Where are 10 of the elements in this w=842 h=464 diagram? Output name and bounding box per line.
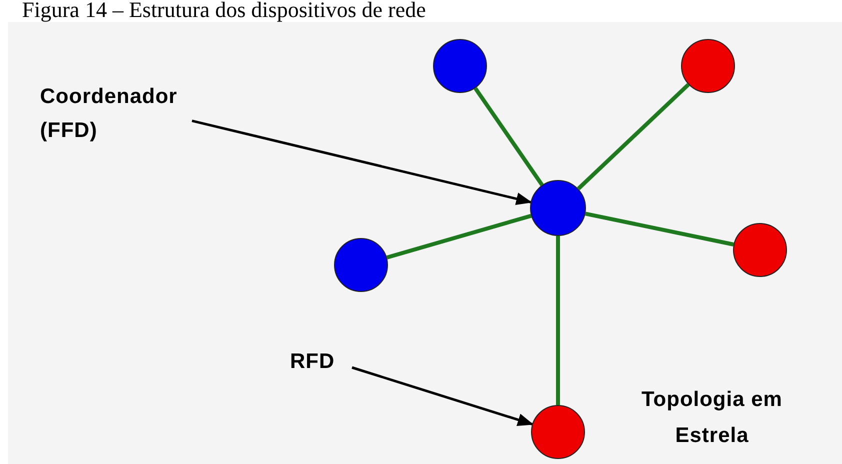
arrow xyxy=(192,120,532,206)
connection-line xyxy=(585,212,734,246)
connection-line xyxy=(386,214,532,260)
device-label: Coordenador (FFD) xyxy=(40,84,178,144)
connection-line xyxy=(474,87,544,186)
device-label: RFD xyxy=(290,349,336,375)
connection-line xyxy=(556,236,560,405)
figure-title: Figura 14 – Estrutura dos dispositivos de rede xyxy=(22,0,426,22)
topology-caption: Topologia em Estrela xyxy=(640,387,784,449)
connection-line xyxy=(576,83,690,190)
